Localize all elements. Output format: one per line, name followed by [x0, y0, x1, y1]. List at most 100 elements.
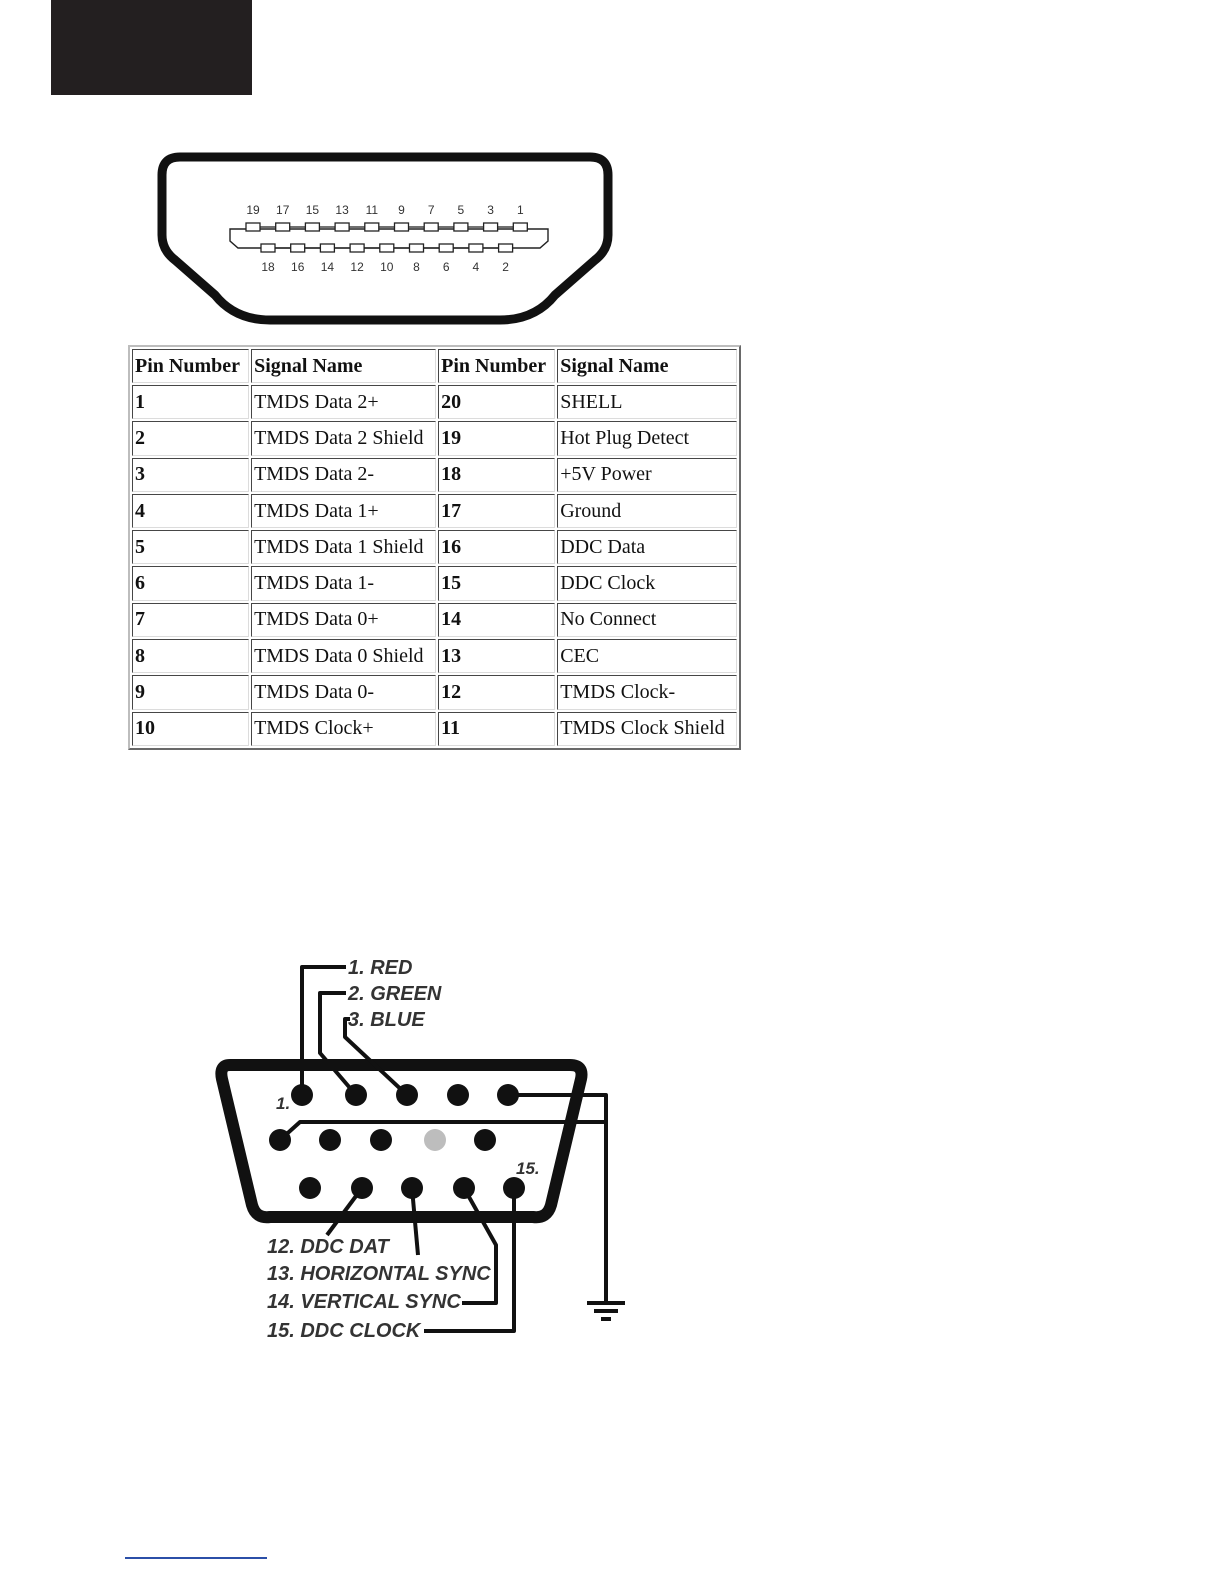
wire-pin5-ground [508, 1093, 608, 1303]
pin-number-cell: 10 [132, 711, 250, 746]
pin-marker-first: 1. [276, 1094, 290, 1113]
table-row: 4 TMDS Data 1+ 17 Ground [132, 493, 737, 529]
vga-pin-12 [351, 1177, 373, 1199]
hdmi-pin-pad-4 [468, 243, 484, 253]
signal-name-cell: TMDS Data 0- [251, 675, 437, 710]
hdmi-pin-pad-9 [393, 222, 410, 232]
label-red: 1. RED [348, 957, 412, 979]
hdmi-pin-number-12: 12 [350, 260, 364, 274]
signal-name-cell: Hot Plug Detect [557, 421, 737, 456]
hdmi-pin-number-15: 15 [306, 203, 320, 217]
hdmi-pin-pad-7 [423, 222, 439, 232]
pin-number-cell: 11 [438, 711, 556, 746]
hdmi-pin-pad-19 [245, 222, 261, 232]
signal-name-cell: TMDS Data 2+ [251, 385, 437, 420]
signal-name-cell: DDC Clock [557, 566, 737, 601]
signal-name-cell: TMDS Data 0+ [251, 602, 437, 638]
vga-pin-7 [319, 1129, 341, 1151]
signal-name-cell: TMDS Data 1+ [251, 493, 437, 529]
signal-name-cell: TMDS Data 2- [251, 457, 437, 492]
hdmi-pin-pad-1 [512, 222, 528, 232]
pin-number-cell: 5 [132, 530, 250, 565]
header-pin-number: Pin Number [132, 349, 250, 383]
pin-number-cell: 14 [438, 602, 556, 638]
pin-number-cell: 4 [132, 493, 250, 529]
pin-number-cell: 17 [438, 493, 556, 529]
footer-link-underline [125, 1557, 267, 1559]
ground-symbol-icon [587, 1301, 625, 1321]
hdmi-pin-number-2: 2 [502, 260, 509, 274]
vga-pin-6 [269, 1129, 291, 1151]
hdmi-pin-pad-6 [438, 243, 454, 253]
table-row: 9 TMDS Data 0- 12 TMDS Clock- [132, 675, 737, 710]
vga-pin-5 [497, 1084, 519, 1106]
pin-marker-last: 15. [516, 1159, 540, 1178]
pin-number-cell: 19 [438, 421, 556, 456]
hdmi-pin-number-9: 9 [398, 203, 405, 217]
table-row: 1 TMDS Data 2+ 20 SHELL [132, 385, 737, 420]
vga-pin-14 [453, 1177, 475, 1199]
vga-pin-3 [396, 1084, 418, 1106]
vga-pins [269, 1084, 525, 1199]
pin-number-cell: 8 [132, 639, 250, 674]
header-signal-name: Signal Name [557, 349, 737, 383]
signal-name-cell: TMDS Clock Shield [557, 711, 737, 746]
pin-number-cell: 3 [132, 457, 250, 492]
wire-blue [343, 1017, 409, 1097]
hdmi-pin-number-18: 18 [261, 260, 275, 274]
table-row: 7 TMDS Data 0+ 14 No Connect [132, 602, 737, 638]
hdmi-pin-number-7: 7 [428, 203, 435, 217]
vga-connector-outline [215, 1059, 588, 1224]
table-row: 10 TMDS Clock+ 11 TMDS Clock Shield [132, 711, 737, 746]
signal-name-cell: CEC [557, 639, 737, 674]
hdmi-pin-number-5: 5 [458, 203, 465, 217]
hdmi-pin-pad-8 [408, 243, 425, 253]
pin-number-cell: 12 [438, 675, 556, 710]
vga-pin-11 [299, 1177, 321, 1199]
vga-pin-4 [447, 1084, 469, 1106]
signal-name-cell: TMDS Data 0 Shield [251, 639, 437, 674]
hdmi-pin-pad-16 [290, 243, 306, 253]
pin-number-cell: 7 [132, 602, 250, 638]
label-ddc-dat: 12. DDC DAT [267, 1236, 391, 1258]
hdmi-pin-pad-15 [304, 222, 321, 232]
hdmi-pin-pad-3 [482, 222, 499, 232]
header-signal-name: Signal Name [251, 349, 437, 383]
hdmi-pin-number-13: 13 [335, 203, 349, 217]
hdmi-pin-number-3: 3 [487, 203, 494, 217]
hdmi-pin-pad-17 [275, 222, 291, 232]
label-blue: 3. BLUE [348, 1009, 425, 1031]
table-row: 2 TMDS Data 2 Shield 19 Hot Plug Detect [132, 421, 737, 456]
pin-number-cell: 9 [132, 675, 250, 710]
hdmi-pin-number-10: 10 [380, 260, 394, 274]
hdmi-pin-number-17: 17 [276, 203, 290, 217]
signal-name-cell: DDC Data [557, 530, 737, 565]
vga-pin-8 [370, 1129, 392, 1151]
hdmi-pin-number-14: 14 [321, 260, 335, 274]
label-hsync: 13. HORIZONTAL SYNC [267, 1263, 491, 1285]
wire-green [318, 991, 358, 1097]
hdmi-pin-pad-11 [364, 222, 380, 232]
signal-name-cell: TMDS Data 1- [251, 566, 437, 601]
hdmi-pin-number-19: 19 [246, 203, 260, 217]
pin-number-cell: 2 [132, 421, 250, 456]
table-header-row: Pin Number Signal Name Pin Number Signal… [132, 349, 737, 383]
vga-pin-1 [291, 1084, 313, 1106]
pin-number-cell: 1 [132, 385, 250, 420]
hdmi-pin-pad-5 [453, 222, 469, 232]
signal-name-cell: TMDS Clock+ [251, 711, 437, 746]
hdmi-pin-strip [229, 228, 549, 249]
table-row: 8 TMDS Data 0 Shield 13 CEC [132, 639, 737, 674]
vga-pin-13 [401, 1177, 423, 1199]
label-green: 2. GREEN [347, 983, 442, 1005]
hdmi-pin-pad-12 [349, 243, 365, 253]
hdmi-pin-number-4: 4 [473, 260, 480, 274]
hdmi-pin-pad-13 [334, 222, 350, 232]
hdmi-pin-table: Pin Number Signal Name Pin Number Signal… [128, 345, 741, 750]
pin-number-cell: 6 [132, 566, 250, 601]
wire-red [300, 965, 346, 1095]
signal-name-cell: TMDS Data 2 Shield [251, 421, 437, 456]
hdmi-pin-number-8: 8 [413, 260, 420, 274]
hdmi-pin-number-1: 1 [517, 203, 524, 217]
